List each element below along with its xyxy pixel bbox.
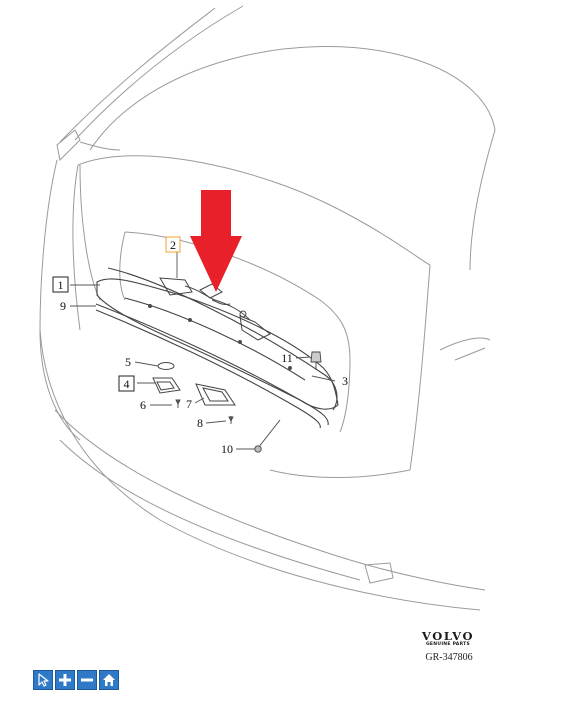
zoom-in-icon [59,674,71,686]
pointer-button[interactable] [33,670,53,690]
red-arrow-icon [190,190,242,292]
volvo-logo: VOLVO GENUINE PARTS [412,630,484,648]
callout-4-label: 4 [124,377,130,391]
callout-1-label: 1 [58,278,64,292]
fasteners [175,351,322,453]
license-plate-lamps [152,362,236,406]
callout-7-label: 7 [186,397,192,411]
zoom-out-button[interactable] [77,670,97,690]
callout-5[interactable]: 5 [125,355,131,369]
callout-9[interactable]: 9 [60,299,66,313]
leader-lines [70,252,336,450]
callout-8[interactable]: 8 [197,416,203,430]
callout-4[interactable]: 4 [118,375,135,392]
zoom-in-button[interactable] [55,670,75,690]
callout-2-label: 2 [170,238,176,252]
callout-1[interactable]: 1 [52,276,69,293]
callout-11[interactable]: 11 [281,351,293,365]
trim-strip-assembly [95,267,339,429]
home-icon [103,674,115,686]
zoom-out-icon [81,678,93,682]
callout-6-label: 6 [140,398,146,412]
callout-7[interactable]: 7 [186,397,192,411]
brand-subtitle: GENUINE PARTS [425,642,471,647]
callout-5-label: 5 [125,355,131,369]
brand-name: VOLVO [421,629,475,643]
callout-3[interactable]: 3 [342,374,348,388]
pointer-icon [38,673,49,687]
callout-8-label: 8 [197,416,203,430]
callout-11-label: 11 [281,351,293,365]
callout-6[interactable]: 6 [140,398,146,412]
callout-2[interactable]: 2 [165,236,181,253]
callout-3-label: 3 [342,374,348,388]
car-body-outline [39,5,496,611]
callout-10[interactable]: 10 [221,442,233,456]
callout-10-label: 10 [221,442,233,456]
viewer-toolbar [33,670,119,690]
diagram-reference: GR-347806 [425,652,473,663]
callout-9-label: 9 [60,299,66,313]
home-button[interactable] [99,670,119,690]
wiring-harness [159,277,271,341]
